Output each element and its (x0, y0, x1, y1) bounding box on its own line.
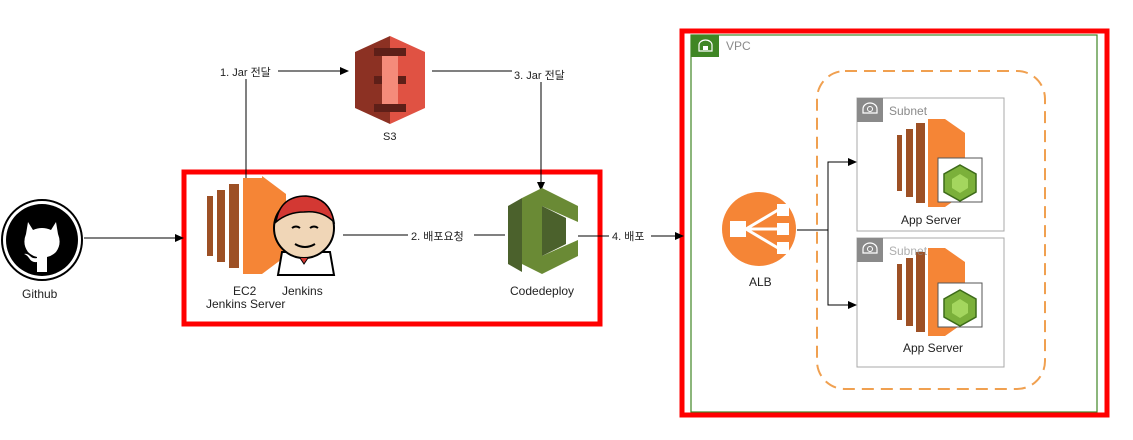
vpc-group: VPC (690, 34, 1098, 413)
s3-icon (355, 36, 425, 124)
subnet-icon (857, 238, 883, 262)
subnet-1-label: Subnet (889, 104, 928, 118)
edge-1 (245, 67, 349, 180)
s3-label: S3 (383, 131, 396, 143)
jenkins-icon (273, 195, 336, 276)
codedeploy-label: Codedeploy (510, 284, 574, 298)
app-server-2-icon (897, 248, 983, 336)
alb-label: ALB (749, 275, 772, 289)
jenkins-label: Jenkins (282, 284, 323, 298)
edge-1-label: 1. Jar 전달 (220, 66, 271, 79)
github-label: Github (22, 287, 58, 301)
subnet-group (816, 70, 1046, 390)
ci-highlight-box (181, 169, 603, 327)
connectors (84, 67, 857, 309)
alb-icon (722, 192, 796, 266)
app-server-1-icon (897, 119, 983, 207)
edge-alb-app1 (797, 158, 857, 231)
codedeploy-icon (508, 188, 578, 274)
app-server-1-label: App Server (901, 213, 961, 227)
vpc-label: VPC (726, 39, 751, 53)
edge-3-label: 3. Jar 전달 (514, 69, 565, 82)
edge-alb-app2 (827, 230, 857, 309)
vpc-highlight-box (679, 28, 1110, 418)
edge-2-label: 2. 배포요청 (411, 230, 464, 243)
subnet-2-label: Subnet (889, 244, 928, 258)
app-server-2-label: App Server (903, 341, 963, 355)
edge-4-label: 4. 배포 (612, 230, 644, 243)
github-icon (1, 199, 83, 281)
jenkins-server-label: Jenkins Server (206, 297, 285, 311)
subnet-icon (857, 98, 883, 122)
ec2-label: EC2 (233, 284, 257, 298)
